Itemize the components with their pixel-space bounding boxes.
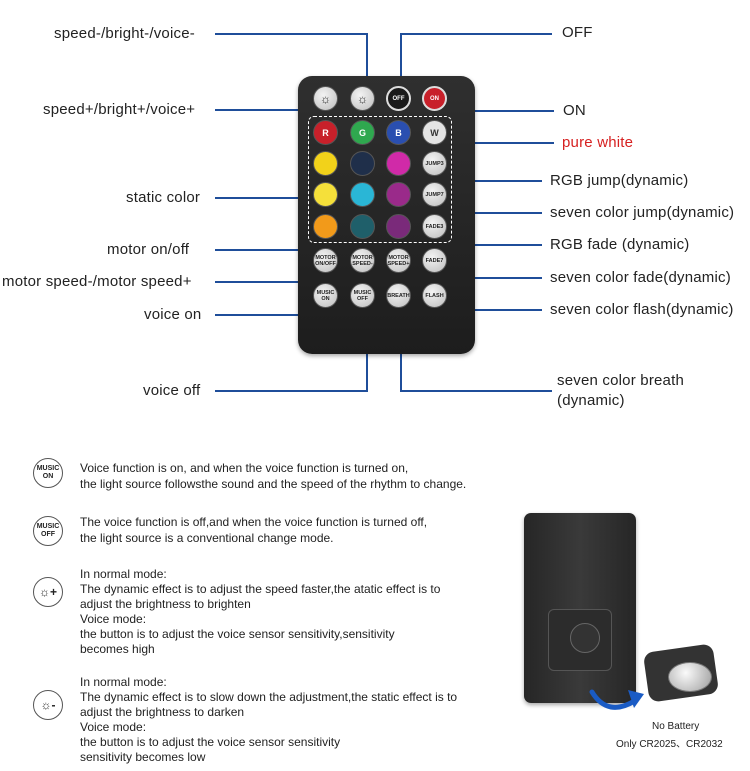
legend-text-line: Voice mode:	[80, 612, 147, 626]
speed-plus-button[interactable]: ☼	[313, 86, 338, 111]
label-speed-minus: speed-/bright-/voice-	[54, 25, 195, 42]
music-on-button[interactable]: MUSIC ON	[313, 283, 338, 308]
label-off: OFF	[562, 24, 593, 41]
label-seven-breath-1: seven color breath	[557, 372, 685, 389]
jump3-button[interactable]: JUMP3	[422, 151, 447, 176]
music-on-icon: MUSIC ON	[33, 458, 63, 488]
curved-arrow-icon	[589, 689, 644, 710]
legend-text-line: The voice function is off,and when the v…	[80, 515, 428, 529]
line-seven-jump	[436, 212, 542, 214]
brightness-down-icon: ☼-	[33, 690, 63, 720]
battery-note-1: No Battery	[652, 721, 700, 732]
label-pure-white: pure white	[562, 134, 634, 151]
legend-text-line: the button is to adjust the voice sensor…	[80, 735, 341, 749]
fade7-button[interactable]: FADE7	[422, 248, 447, 273]
line-seven-flash	[436, 309, 542, 311]
label-seven-breath-2: (dynamic)	[557, 392, 625, 409]
legend-text-line: The dynamic effect is to adjust the spee…	[80, 582, 441, 596]
green-button[interactable]: G	[350, 120, 375, 145]
label-rgb-jump: RGB jump(dynamic)	[550, 172, 689, 189]
magenta-button[interactable]	[386, 151, 411, 176]
motor-speed-minus-button[interactable]: MOTOR SPEED-	[350, 248, 375, 273]
legend-text-line: adjust the brightness to brighten	[80, 597, 251, 611]
label-motor-onoff: motor on/off	[107, 241, 190, 258]
label-seven-flash: seven color flash(dynamic)	[550, 301, 734, 318]
line-motor-speed	[215, 281, 327, 283]
red-button[interactable]: R	[313, 120, 338, 145]
label-seven-fade: seven color fade(dynamic)	[550, 269, 731, 286]
blue-button[interactable]: B	[386, 120, 411, 145]
line-speed-minus-v	[366, 33, 368, 87]
line-voice-off-h	[215, 390, 367, 392]
label-static-color: static color	[126, 189, 201, 206]
white-button[interactable]: W	[422, 120, 447, 145]
coin-cell-battery	[668, 662, 712, 692]
remote-back-case	[524, 513, 636, 703]
legend-text-line: sensitivity becomes low	[80, 750, 206, 764]
label-motor-speed: motor speed-/motor speed+	[2, 273, 192, 290]
motor-onoff-button[interactable]: MOTOR ON/OFF	[313, 248, 338, 273]
legend-text-line: In normal mode:	[80, 675, 167, 689]
legend-text-line: adjust the brightness to darken	[80, 705, 245, 719]
legend-text-line: In normal mode:	[80, 567, 167, 581]
purple-button[interactable]	[386, 182, 411, 207]
violet-button[interactable]	[386, 214, 411, 239]
legend-text-line: becomes high	[80, 642, 155, 656]
line-static	[215, 197, 310, 199]
label-seven-jump: seven color jump(dynamic)	[550, 204, 735, 221]
line-breath-h	[400, 390, 552, 392]
line-voice-on	[215, 314, 327, 316]
off-button[interactable]: OFF	[386, 86, 411, 111]
music-off-icon: MUSIC OFF	[33, 516, 63, 546]
motor-speed-plus-button[interactable]: MOTOR SPEED+	[386, 248, 411, 273]
line-rgb-jump	[436, 180, 542, 182]
flash-button[interactable]: FLASH	[422, 283, 447, 308]
line-off-v	[400, 33, 402, 87]
breath-button[interactable]: BREATH	[386, 283, 411, 308]
battery-slot	[570, 623, 600, 653]
on-button[interactable]: ON	[422, 86, 447, 111]
legend-text-line: Voice mode:	[80, 720, 147, 734]
legend-text-line: the light source is a conventional chang…	[80, 531, 334, 545]
line-on-h	[434, 110, 554, 112]
line-speed-minus-h	[215, 33, 367, 35]
label-speed-plus: speed+/bright+/voice+	[43, 101, 196, 118]
yellow-2-button[interactable]	[313, 182, 338, 207]
line-seven-fade	[436, 277, 542, 279]
teal-button[interactable]	[350, 214, 375, 239]
line-rgb-fade	[436, 244, 542, 246]
navy-button[interactable]	[350, 151, 375, 176]
cyan-button[interactable]	[350, 182, 375, 207]
label-voice-off: voice off	[143, 382, 201, 399]
jump7-button[interactable]: JUMP7	[422, 182, 447, 207]
line-pure-white-h	[436, 142, 554, 144]
label-rgb-fade: RGB fade (dynamic)	[550, 236, 690, 253]
legend-text-line: the light source followsthe sound and th…	[80, 477, 467, 491]
orange-button[interactable]	[313, 214, 338, 239]
remote-control: ☼ ☼ OFF ON R G B W JUMP3 JUMP7 FADE3 MOT…	[298, 76, 475, 354]
speed-minus-button[interactable]: ☼	[350, 86, 375, 111]
legend-text-line: the button is to adjust the voice sensor…	[80, 627, 395, 641]
static-color-box	[308, 116, 452, 243]
legend-text-line: Voice function is on, and when the voice…	[80, 461, 409, 475]
line-speed-plus	[215, 109, 325, 111]
legend-text-line: The dynamic effect is to slow down the a…	[80, 690, 458, 704]
brightness-up-icon: ☼+	[33, 577, 63, 607]
line-motor-onoff	[215, 249, 327, 251]
fade3-button[interactable]: FADE3	[422, 214, 447, 239]
music-off-button[interactable]: MUSIC OFF	[350, 283, 375, 308]
label-voice-on: voice on	[144, 306, 202, 323]
label-on: ON	[563, 102, 586, 119]
battery-note-2: Only CR2025、CR2032	[616, 739, 723, 750]
yellow-button[interactable]	[313, 151, 338, 176]
line-off-h	[400, 33, 552, 35]
